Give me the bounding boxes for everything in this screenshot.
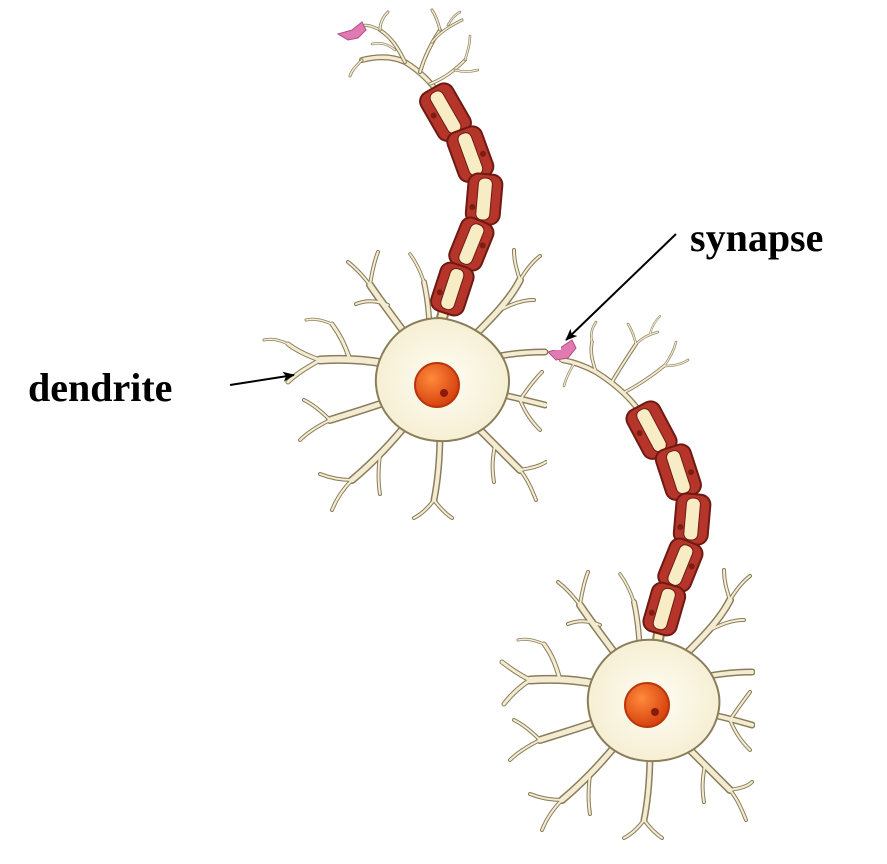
nucleolus-2: [651, 708, 659, 716]
dendrite-arrow: [229, 371, 295, 386]
dendrite-label: dendrite: [28, 365, 173, 410]
synapse-label: synapse: [690, 215, 824, 260]
crop-mask-3: [755, 560, 887, 864]
synapse-arrow: [565, 233, 677, 341]
crop-mask-1: [547, 240, 561, 350]
neuron-2: [499, 315, 756, 840]
nucleus-2: [624, 682, 670, 728]
myelin-sheath-2: [625, 400, 712, 637]
axon-bouton-1: [336, 21, 367, 41]
neuron-1: [262, 8, 549, 520]
crop-mask-2: [547, 362, 561, 532]
nucleus-1: [414, 362, 460, 408]
nucleolus-1: [440, 389, 448, 397]
axon-terminal-1: [348, 8, 480, 99]
axon-terminal-2: [559, 315, 690, 415]
myelin-sheath-1: [419, 82, 504, 317]
